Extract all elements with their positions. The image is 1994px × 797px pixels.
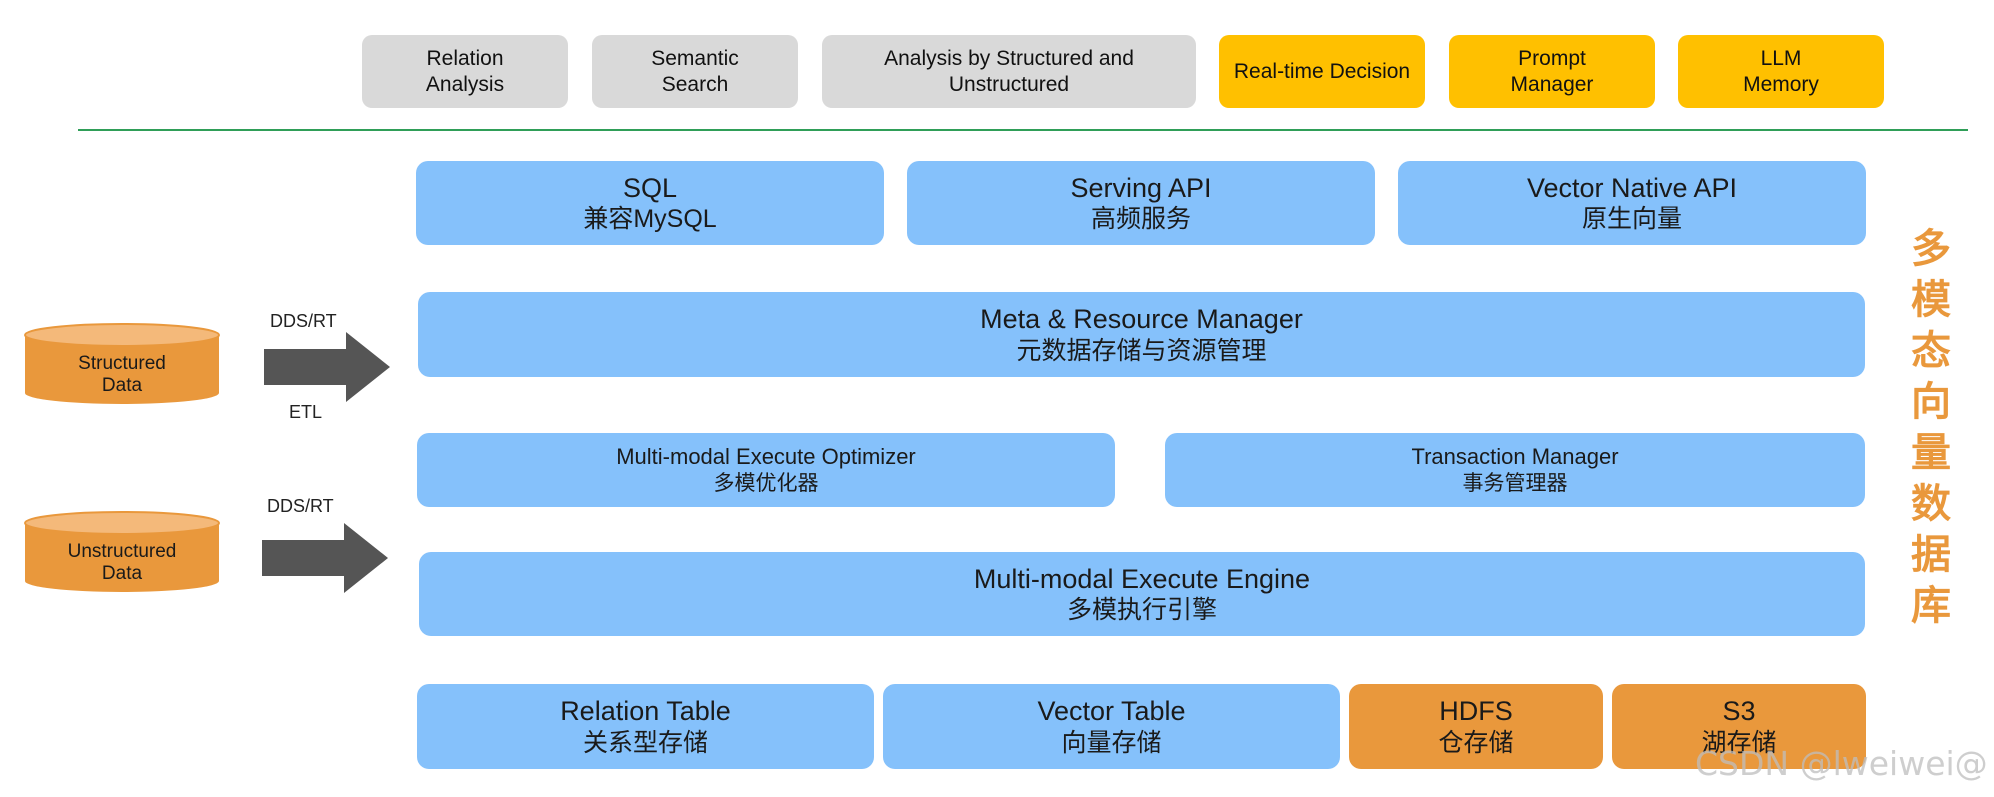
side-title-char: 据 <box>1911 532 1951 578</box>
cylinder-label: Unstructured Data <box>24 533 220 593</box>
box-subtitle: 仓存储 <box>1438 728 1514 757</box>
app-relation-analysis: Relation Analysis <box>362 35 568 108</box>
box-title: Relation Table <box>560 696 731 727</box>
cylinder-label: Structured Data <box>24 345 220 405</box>
box-title: SQL <box>622 172 678 203</box>
box-subtitle: 多模优化器 <box>713 471 819 495</box>
flow-tag-etl: ETL <box>289 402 323 422</box>
storage-relation-table: Relation Table 关系型存储 <box>417 684 874 769</box>
app-label-line1: Real-time Decision <box>1233 59 1411 83</box>
structured-data-cylinder: Structured Data <box>24 323 220 407</box>
box-title: Transaction Manager <box>1411 444 1619 470</box>
unstructured-data-cylinder: Unstructured Data <box>24 511 220 595</box>
app-realtime-decision: Real-time Decision <box>1219 35 1425 108</box>
database-icon <box>24 511 220 592</box>
interface-vector-native-api: Vector Native API 原生向量 <box>1398 161 1866 245</box>
app-label-line1: Analysis by Structured and <box>884 47 1134 71</box>
side-title-char: 模 <box>1911 277 1951 323</box>
box-title: HDFS <box>1439 696 1513 727</box>
cylinder-label-line1: Structured <box>78 353 166 375</box>
box-subtitle: 原生向量 <box>1581 205 1682 234</box>
box-title: Serving API <box>1070 172 1212 203</box>
box-subtitle: 元数据存储与资源管理 <box>1016 336 1267 365</box>
interface-serving-api: Serving API 高频服务 <box>907 161 1375 245</box>
execute-optimizer: Multi-modal Execute Optimizer 多模优化器 <box>417 433 1115 507</box>
cylinder-label-line2: Data <box>101 375 143 396</box>
transaction-manager: Transaction Manager 事务管理器 <box>1165 433 1865 507</box>
flow-tag-dds-rt: DDS/RT <box>267 496 334 516</box>
box-subtitle: 兼容MySQL <box>583 205 717 234</box>
app-structured-unstructured-analysis: Analysis by Structured and Unstructured <box>822 35 1196 108</box>
side-title-char: 向 <box>1911 379 1951 425</box>
app-prompt-manager: Prompt Manager <box>1449 35 1655 108</box>
cylinder-label-line1: Unstructured <box>67 541 177 563</box>
app-label-line2: Memory <box>1743 72 1819 96</box>
meta-resource-manager: Meta & Resource Manager 元数据存储与资源管理 <box>418 292 1865 377</box>
database-icon <box>24 323 220 404</box>
side-title-char: 库 <box>1911 583 1951 629</box>
app-semantic-search: Semantic Search <box>592 35 798 108</box>
side-title-char: 多 <box>1911 226 1951 272</box>
side-title: 多 模 态 向 量 数 据 库 <box>1906 224 1956 632</box>
app-label-line2: Search <box>661 72 729 96</box>
box-title: Vector Native API <box>1526 172 1738 203</box>
box-title: Multi-modal Execute Optimizer <box>616 444 916 470</box>
app-label-line2: Analysis <box>425 72 505 96</box>
box-subtitle: 多模执行引擎 <box>1066 596 1217 625</box>
box-subtitle: 湖存储 <box>1701 728 1777 757</box>
right-arrow-icon <box>262 523 388 593</box>
box-title: Vector Table <box>1037 696 1186 727</box>
app-label-line1: Relation <box>426 47 504 71</box>
storage-vector-table: Vector Table 向量存储 <box>883 684 1340 769</box>
box-title: S3 <box>1722 696 1756 727</box>
storage-hdfs: HDFS 仓存储 <box>1349 684 1603 769</box>
box-subtitle: 高频服务 <box>1090 205 1191 234</box>
side-title-char: 量 <box>1911 430 1951 476</box>
storage-s3: S3 湖存储 <box>1612 684 1866 769</box>
box-title: Multi-modal Execute Engine <box>973 563 1311 594</box>
box-subtitle: 关系型存储 <box>582 728 708 757</box>
side-title-char: 数 <box>1911 481 1951 527</box>
section-divider <box>78 129 1968 131</box>
box-subtitle: 向量存储 <box>1061 728 1162 757</box>
app-label-line1: Prompt <box>1518 47 1586 71</box>
app-label-line1: LLM <box>1760 47 1802 71</box>
box-title: Meta & Resource Manager <box>980 304 1303 335</box>
interface-sql: SQL 兼容MySQL <box>416 161 884 245</box>
app-label-line1: Semantic <box>651 47 739 71</box>
app-llm-memory: LLM Memory <box>1678 35 1884 108</box>
app-label-line2: Manager <box>1510 72 1594 96</box>
right-arrow-icon <box>264 332 390 402</box>
cylinder-label-line2: Data <box>101 563 143 584</box>
box-subtitle: 事务管理器 <box>1462 471 1568 495</box>
execute-engine: Multi-modal Execute Engine 多模执行引擎 <box>419 552 1865 636</box>
flow-tag-dds-rt: DDS/RT <box>270 311 337 331</box>
app-label-line2: Unstructured <box>948 72 1070 96</box>
watermark: CSDN @lweiwei@ <box>1695 744 1988 783</box>
side-title-char: 态 <box>1911 328 1951 374</box>
